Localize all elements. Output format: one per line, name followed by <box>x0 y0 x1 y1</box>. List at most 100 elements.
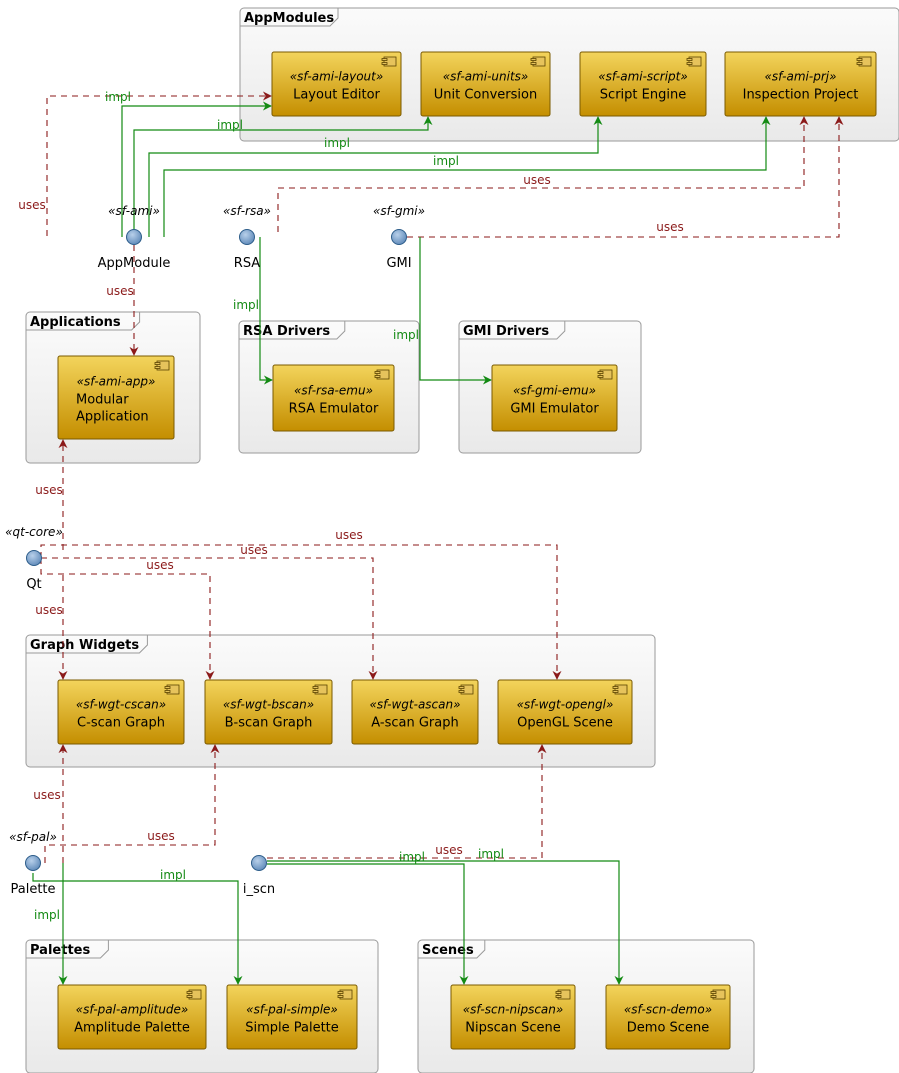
uses-label: uses <box>335 528 363 542</box>
component-icon <box>686 56 702 67</box>
component-stereotype: «sf-ami-script» <box>598 70 688 84</box>
component-stereotype: «sf-ami-layout» <box>290 70 384 84</box>
component-ascan[interactable]: «sf-wgt-ascan» A-scan Graph <box>351 679 479 745</box>
uses-label: uses <box>106 284 134 298</box>
uses-label: uses <box>240 543 268 557</box>
impl-label: impl <box>324 136 350 150</box>
interface-appmodule[interactable]: «sf-ami»AppModule <box>98 204 171 271</box>
component-stereotype: «sf-pal-amplitude» <box>76 1003 189 1017</box>
uses-dependency-4 <box>46 91 272 236</box>
component-name: A-scan Graph <box>371 716 458 731</box>
component-nipscan[interactable]: «sf-scn-nipscan»Nipscan Scene <box>450 984 576 1050</box>
uses-dependency-11 <box>40 544 562 680</box>
uses-dependency-12 <box>41 557 378 680</box>
component-stereotype: «sf-pal-simple» <box>246 1003 338 1017</box>
impl-label: impl <box>233 298 259 312</box>
impl-dependency-3 <box>163 116 771 237</box>
impl-label: impl <box>399 850 425 864</box>
component-name: Amplitude Palette <box>74 1021 190 1036</box>
component-icon <box>374 369 390 380</box>
component-name: Script Engine <box>600 88 686 103</box>
interface-stereotype: «sf-pal» <box>9 830 57 844</box>
uses-label: uses <box>656 220 684 234</box>
interface-rsa[interactable]: «sf-rsa»RSA <box>223 204 271 271</box>
impl-label: impl <box>34 908 60 922</box>
component-icon <box>710 989 726 1000</box>
component-stereotype: «sf-wgt-ascan» <box>369 698 460 712</box>
component-name: Simple Palette <box>245 1021 339 1036</box>
component-bscan[interactable]: «sf-wgt-bscan» B-scan Graph <box>204 679 333 745</box>
component-stereotype: «sf-ami-units» <box>443 70 529 84</box>
component-pal-simple[interactable]: «sf-pal-simple» Simple Palette <box>226 984 358 1050</box>
component-name: RSA Emulator <box>289 402 379 417</box>
impl-dependency-2 <box>148 116 603 237</box>
interface-qt[interactable]: «qt-core» Qt <box>5 525 63 592</box>
component-icon <box>555 989 571 1000</box>
component-icon <box>164 684 180 695</box>
impl-label: impl <box>433 154 459 168</box>
package-title: AppModules <box>244 11 334 26</box>
interfaces-layer: «sf-ami»AppModule «sf-rsa»RSA «sf-gmi»GMI «… <box>5 204 425 897</box>
component-stereotype: «sf-rsa-emu» <box>294 384 373 398</box>
component-name: Demo Scene <box>627 1021 709 1036</box>
interface-iscn[interactable]: i_scn <box>243 855 275 898</box>
component-icon <box>312 684 328 695</box>
uses-label: uses <box>18 198 46 212</box>
impl-dependency-21 <box>267 860 624 985</box>
component-name: OpenGL Scene <box>517 716 613 731</box>
package-title: Scenes <box>422 943 474 958</box>
impl-dependency-8 <box>259 237 273 385</box>
uses-label: uses <box>35 603 63 617</box>
component-stereotype: «sf-wgt-opengl» <box>517 698 614 712</box>
component-name: C-scan Graph <box>77 716 165 731</box>
interface-stereotype: «qt-core» <box>5 525 63 539</box>
component-icon <box>186 989 202 1000</box>
interface-name: i_scn <box>243 882 275 897</box>
uses-label: uses <box>146 558 174 572</box>
component-icon <box>458 684 474 695</box>
package-title: Applications <box>30 315 121 330</box>
uses-dependency-16 <box>44 744 220 863</box>
component-script[interactable]: «sf-ami-script» Script Engine <box>579 51 707 117</box>
component-icon <box>856 56 872 67</box>
impl-dependency-18 <box>32 873 243 985</box>
component-name: Application <box>76 410 149 425</box>
impl-dependency-1 <box>133 116 433 237</box>
component-prj[interactable]: «sf-ami-prj»Inspection Project <box>724 51 877 117</box>
component-demo[interactable]: «sf-scn-demo» Demo Scene <box>605 984 731 1050</box>
uses-label: uses <box>435 843 463 857</box>
uses-dependency-13 <box>40 558 215 680</box>
package-title: Graph Widgets <box>30 638 139 653</box>
component-layout[interactable]: «sf-ami-layout»Layout Editor <box>271 51 402 117</box>
interface-name: Palette <box>10 882 55 897</box>
impl-label: impl <box>217 118 243 132</box>
component-pal-amp[interactable]: «sf-pal-amplitude» Amplitude Palette <box>57 984 207 1050</box>
component-icon <box>154 360 170 371</box>
component-gmi-emu[interactable]: «sf-gmi-emu»GMI Emulator <box>491 364 618 432</box>
component-stereotype: «sf-ami-app» <box>77 375 156 389</box>
interface-gmi[interactable]: «sf-gmi»GMI <box>373 204 425 271</box>
interface-name: RSA <box>234 256 261 271</box>
component-icon <box>612 684 628 695</box>
interface-name: Qt <box>26 577 41 592</box>
component-icon <box>530 56 546 67</box>
component-cscan[interactable]: «sf-wgt-cscan»C-scan Graph <box>57 679 185 745</box>
component-icon <box>337 989 353 1000</box>
impl-dependency-0 <box>121 101 272 237</box>
component-rsa-emu[interactable]: «sf-rsa-emu» RSA Emulator <box>272 364 395 432</box>
impl-dependency-9 <box>419 237 492 385</box>
component-name: B-scan Graph <box>225 716 313 731</box>
components-layer: «sf-ami-layout»Layout Editor «sf-ami-unit… <box>57 51 877 1050</box>
dependencies-layer <box>32 91 844 985</box>
component-units[interactable]: «sf-ami-units»Unit Conversion <box>420 51 551 117</box>
impl-dependency-20 <box>267 863 469 985</box>
component-stereotype: «sf-wgt-bscan» <box>223 698 314 712</box>
component-opengl[interactable]: «sf-wgt-opengl» OpenGL Scene <box>497 679 633 745</box>
component-name: Modular <box>76 393 129 408</box>
component-stereotype: «sf-scn-demo» <box>624 1003 712 1017</box>
interface-palette[interactable]: «sf-pal» Palette <box>9 830 57 897</box>
package-title: Palettes <box>30 943 90 958</box>
